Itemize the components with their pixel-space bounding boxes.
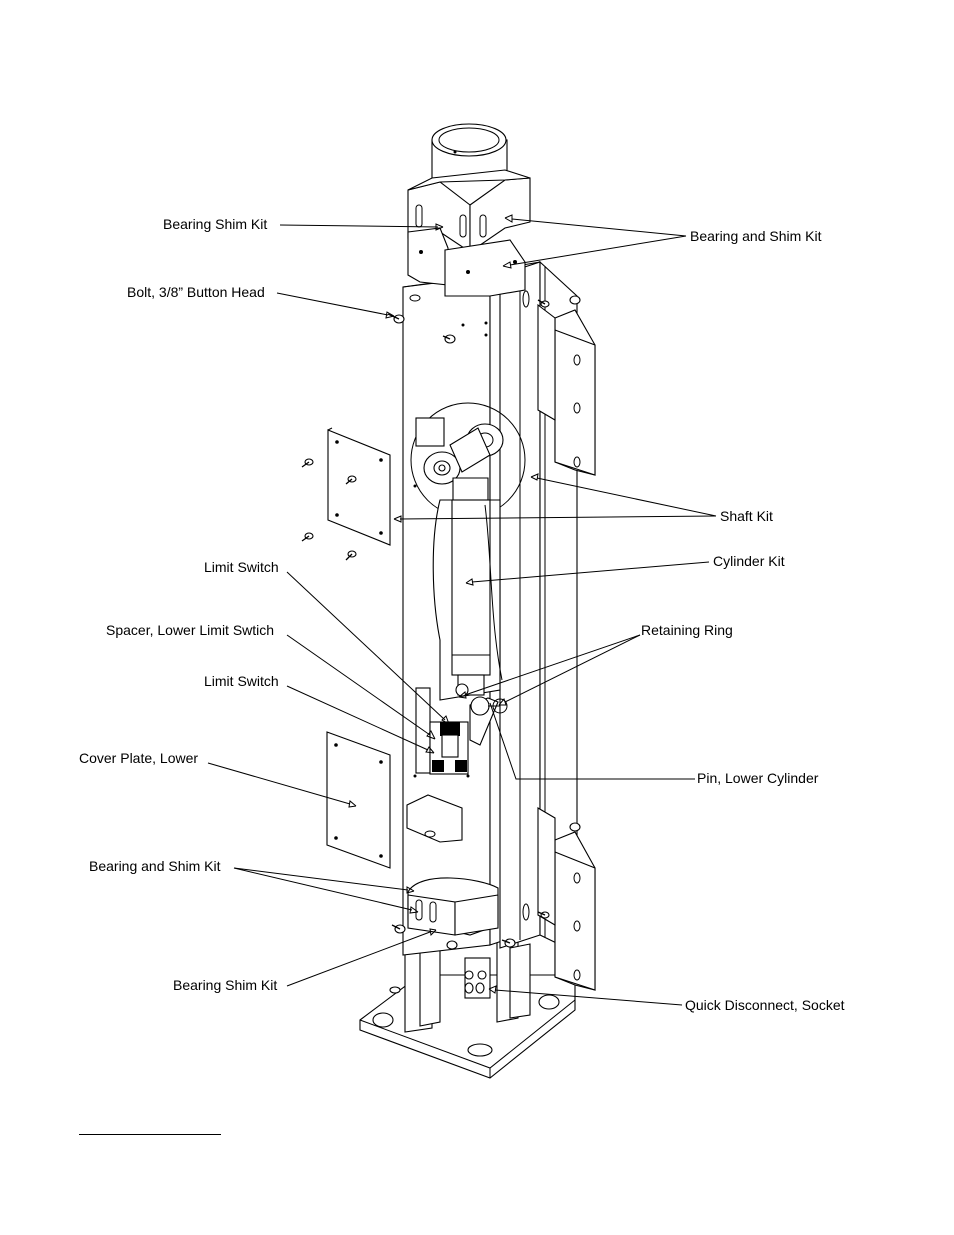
label-pin-lower-cylinder: Pin, Lower Cylinder — [697, 770, 818, 786]
upper-cover-plate — [302, 428, 390, 560]
cylinder — [433, 500, 502, 700]
label-bearing-shim-kit-top: Bearing Shim Kit — [163, 216, 267, 232]
label-cylinder-kit: Cylinder Kit — [713, 553, 785, 569]
label-bearing-and-shim-kit-top: Bearing and Shim Kit — [690, 228, 822, 244]
side-bracket-lower — [538, 808, 595, 990]
label-retaining-ring: Retaining Ring — [641, 622, 733, 638]
label-spacer-lower-limit: Spacer, Lower Limit Swtich — [106, 622, 274, 638]
footnote-rule — [79, 1134, 221, 1135]
bearing-block-bottom — [408, 878, 498, 935]
label-bolt-button-head: Bolt, 3/8” Button Head — [127, 284, 265, 300]
label-cover-plate-lower: Cover Plate, Lower — [79, 750, 198, 766]
label-bearing-and-shim-kit-bottom: Bearing and Shim Kit — [89, 858, 221, 874]
label-limit-switch-lower: Limit Switch — [204, 673, 279, 689]
label-shaft-kit: Shaft Kit — [720, 508, 773, 524]
label-quick-disconnect: Quick Disconnect, Socket — [685, 997, 845, 1013]
label-limit-switch-upper: Limit Switch — [204, 559, 279, 575]
label-bearing-shim-kit-bottom: Bearing Shim Kit — [173, 977, 277, 993]
